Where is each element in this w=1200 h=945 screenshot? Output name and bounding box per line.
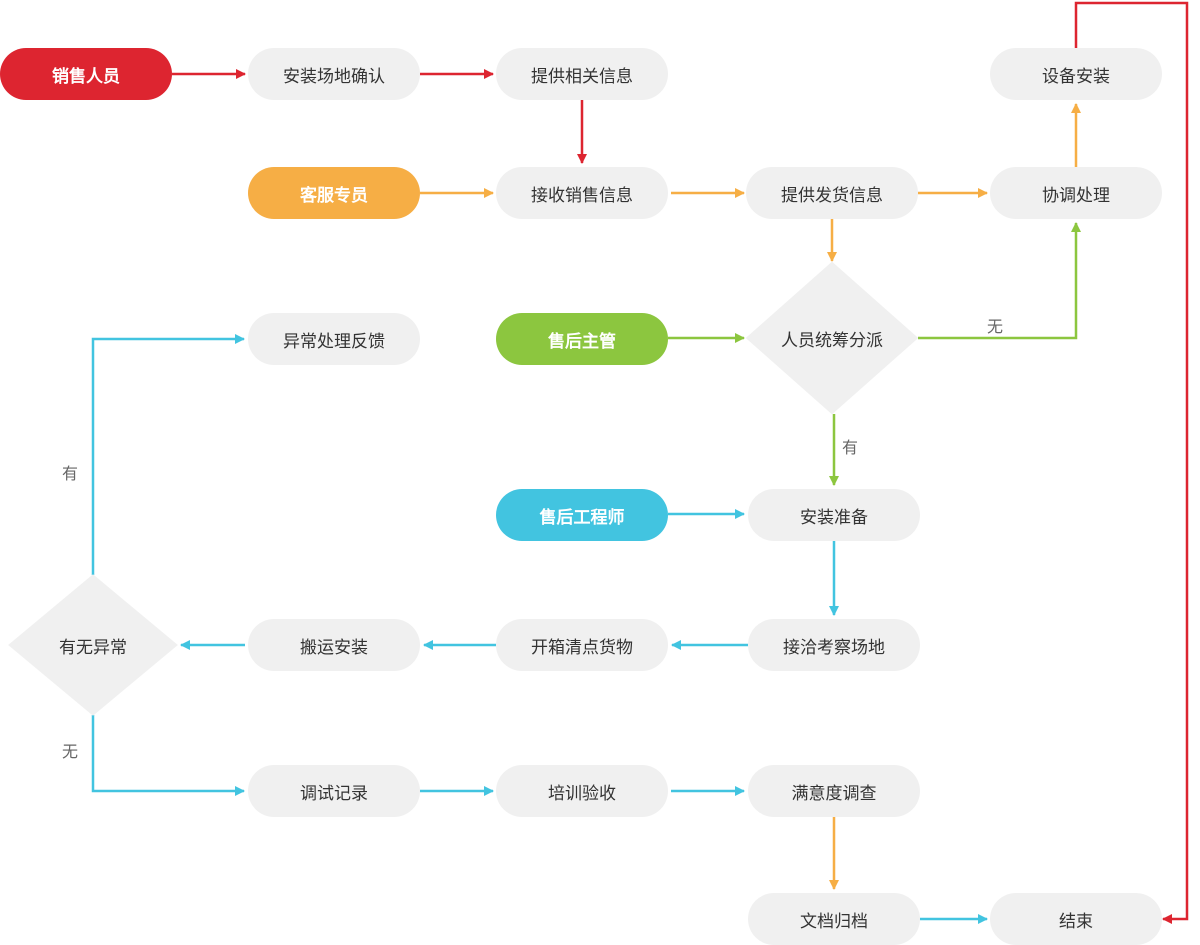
step-training-accept: 培训验收	[496, 765, 668, 817]
step-provide-shipping-info: 提供发货信息	[746, 167, 918, 219]
edge-label-assign-no: 无	[987, 317, 1004, 336]
role-sales: 销售人员	[0, 48, 172, 100]
step-unpack-check: 开箱清点货物	[496, 619, 668, 671]
edge-label-exception-yes: 有	[62, 464, 79, 483]
step-debug-record: 调试记录	[248, 765, 420, 817]
step-install-prep: 安装准备	[748, 489, 920, 541]
step-device-install: 设备安装	[990, 48, 1162, 100]
decision-exception-check: 有无异常	[7, 574, 179, 716]
step-archive: 文档归档	[748, 893, 920, 945]
step-receive-sales-info: 接收销售信息	[496, 167, 668, 219]
arrow-device-install-to-end	[1074, 1, 1189, 924]
arrow-exception-no-to-debug	[91, 715, 245, 796]
step-site-survey: 接洽考察场地	[748, 619, 920, 671]
role-supervisor: 售后主管	[496, 313, 668, 365]
step-move-install: 搬运安装	[248, 619, 420, 671]
decision-assign-label: 人员统筹分派	[781, 330, 883, 351]
edge-label-assign-yes: 有	[842, 438, 859, 457]
step-satisfaction-survey: 满意度调查	[748, 765, 920, 817]
role-service: 客服专员	[248, 167, 420, 219]
step-exception-feedback: 异常处理反馈	[248, 313, 420, 365]
step-coordinate: 协调处理	[990, 167, 1162, 219]
decision-assign: 人员统筹分派	[745, 261, 919, 415]
role-engineer: 售后工程师	[496, 489, 668, 541]
edge-label-exception-no: 无	[62, 742, 79, 761]
arrow-assign-no-to-coordinate	[918, 222, 1081, 340]
arrow-exception-yes-to-feedback	[91, 334, 245, 575]
step-site-confirm: 安装场地确认	[248, 48, 420, 100]
step-provide-info: 提供相关信息	[496, 48, 668, 100]
decision-exception-label: 有无异常	[59, 637, 127, 658]
step-end: 结束	[990, 893, 1162, 945]
